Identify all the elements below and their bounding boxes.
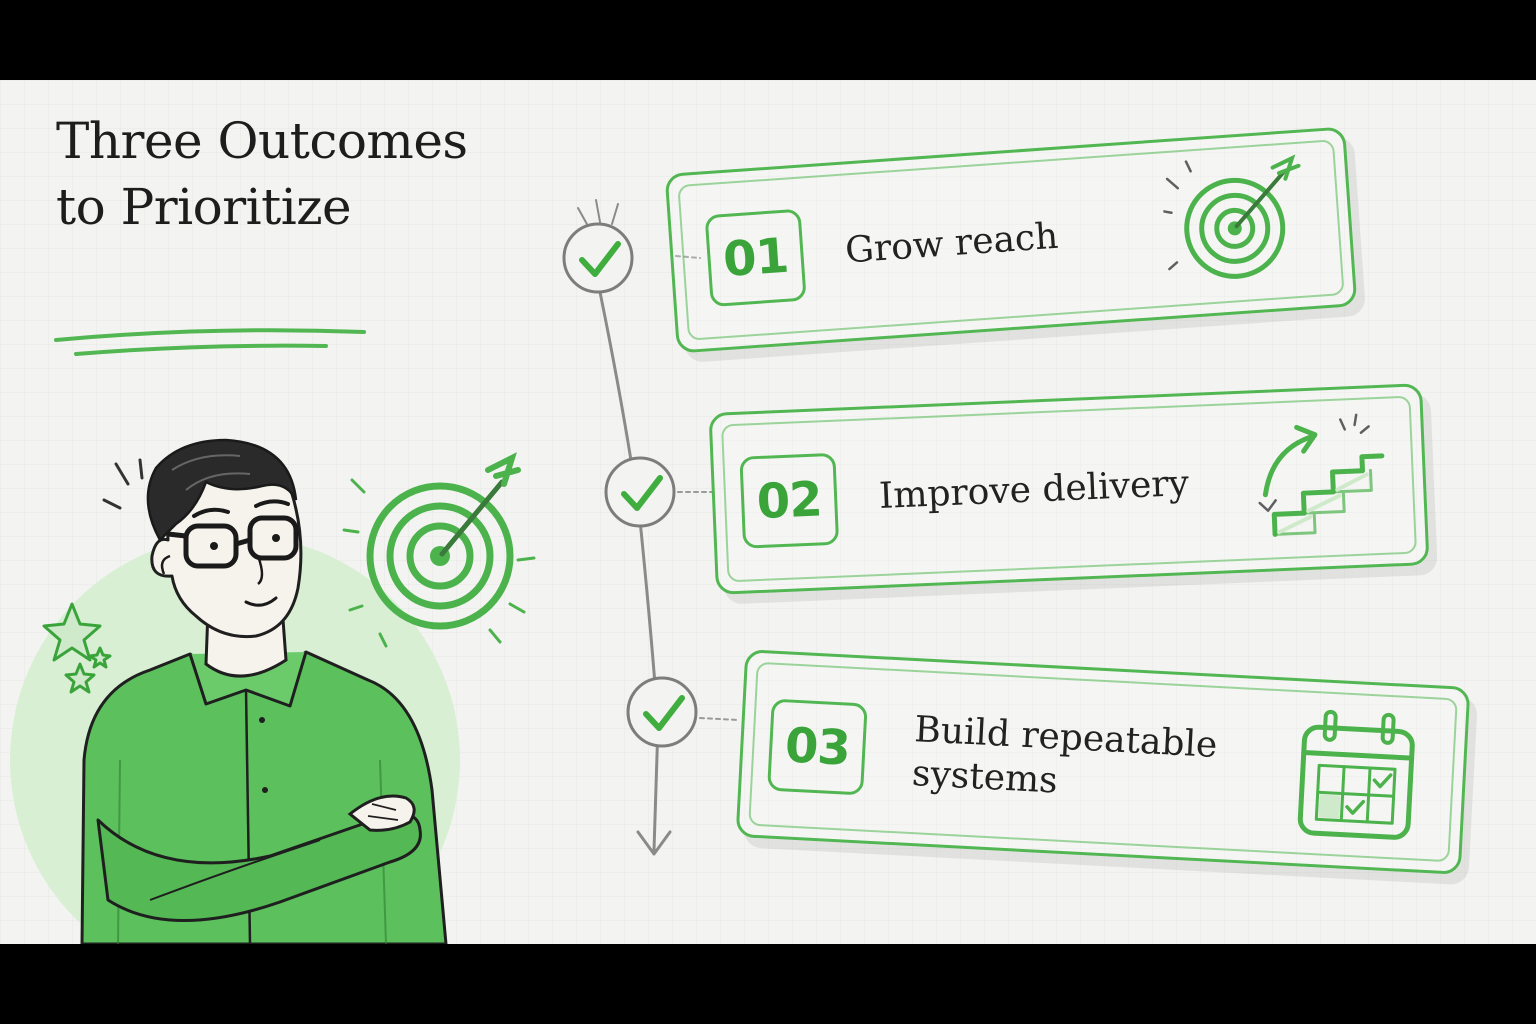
target-arrow-icon [1162, 154, 1301, 279]
title-line-1: Three Outcomes [56, 112, 468, 170]
title-line-2: to Prioritize [56, 178, 352, 236]
outcome-card-3: 03 Build repeatable systems [735, 649, 1471, 875]
letterbox-bottom [0, 944, 1536, 1024]
step-label: Build repeatable systems [911, 709, 1219, 802]
step-number: 02 [739, 452, 840, 549]
outcome-card-2: 02 Improve delivery [708, 383, 1430, 595]
step-number: 03 [767, 698, 868, 796]
step-number: 01 [704, 208, 807, 308]
stairs-arrow-icon [1258, 413, 1385, 537]
page-title: Three Outcomes to Prioritize [56, 108, 468, 240]
title-underline [54, 328, 366, 356]
calendar-check-icon [1297, 709, 1415, 840]
letterbox-top [0, 0, 1536, 80]
outcome-card-1: 01 Grow reach [664, 126, 1358, 354]
